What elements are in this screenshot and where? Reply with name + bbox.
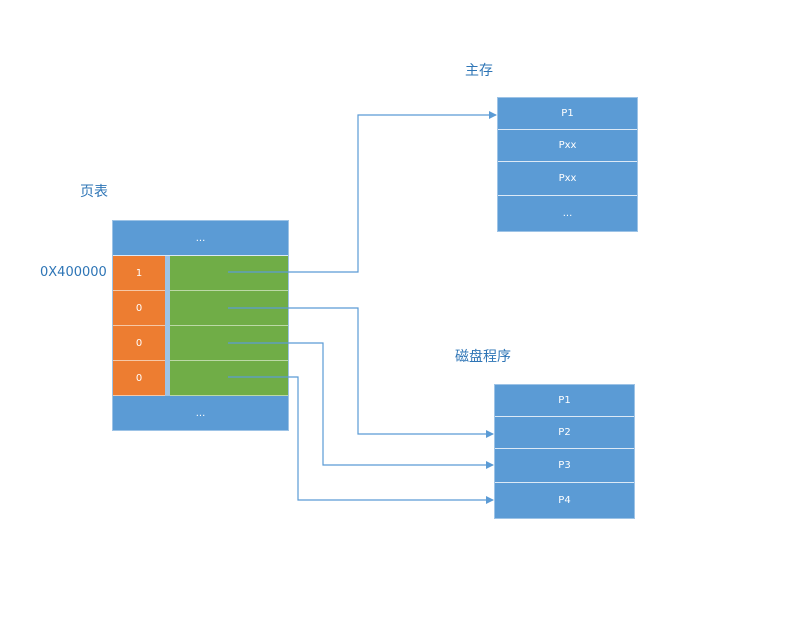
arrow-row1-to-p1 [228, 111, 497, 273]
page-table-top-row: ... [113, 221, 288, 256]
page-table-separator [165, 256, 170, 396]
main-memory-cell: P1 [498, 98, 637, 130]
disk-cell: P1 [495, 385, 634, 417]
main-memory-cell: Pxx [498, 130, 637, 162]
arrow-row3-to-p3 [228, 342, 494, 469]
page-table-label: 页表 [80, 184, 108, 200]
page-table-bottom-row: ... [113, 396, 288, 430]
page-table-row-entry [170, 361, 288, 396]
page-table-frame [112, 220, 289, 431]
page-table-row-bit: 0 [113, 361, 165, 396]
disk-program-label: 磁盘程序 [455, 349, 511, 365]
disk-cell: P2 [495, 417, 634, 449]
disk-cell: P3 [495, 449, 634, 483]
arrow-row4-to-p4 [228, 376, 494, 504]
main-memory-frame [497, 97, 638, 232]
address-label: 0X400000 [40, 265, 107, 280]
disk-program-frame [494, 384, 635, 519]
page-table-row-entry [170, 256, 288, 291]
arrow-row2-to-p2 [228, 307, 494, 438]
main-memory-cell: Pxx [498, 162, 637, 196]
main-memory-cell: ... [498, 196, 637, 231]
page-table-row-bit: 0 [113, 291, 165, 326]
page-table-row-bit: 0 [113, 326, 165, 361]
disk-cell: P4 [495, 483, 634, 518]
main-memory-label: 主存 [465, 63, 493, 79]
page-table-row-bit: 1 [113, 256, 165, 291]
